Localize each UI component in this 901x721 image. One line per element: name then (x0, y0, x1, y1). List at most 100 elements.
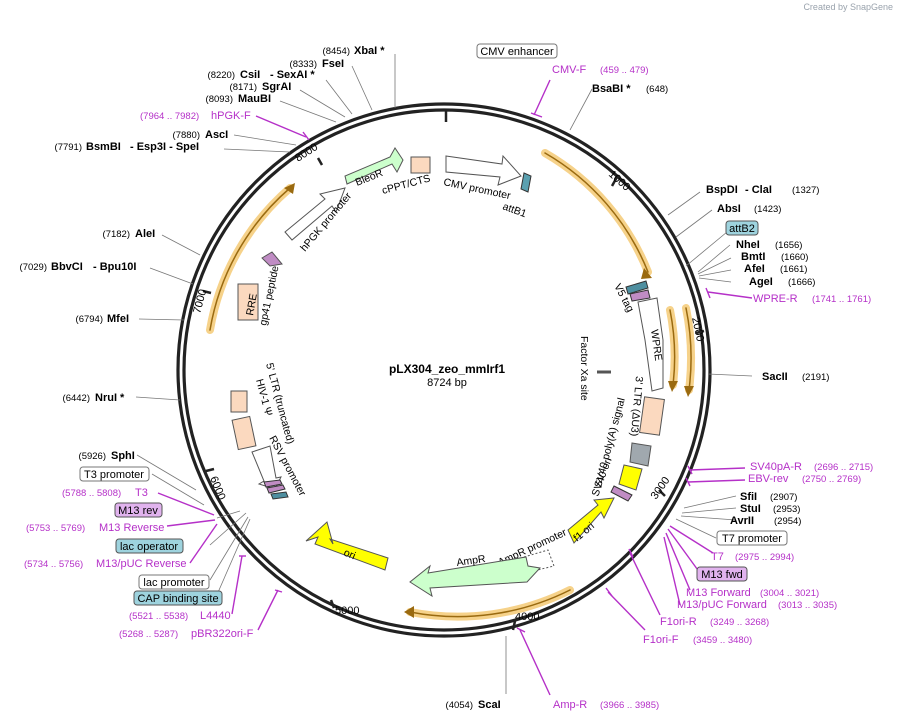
svg-text:cPPT/CTS: cPPT/CTS (381, 172, 432, 196)
svg-text:attB2: attB2 (729, 223, 755, 235)
svg-text:(2975 .. 2994): (2975 .. 2994) (735, 552, 794, 563)
svg-text:ori: ori (342, 547, 357, 563)
primer-ebv-rev[interactable]: EBV-rev (2750 .. 2769) (748, 473, 861, 485)
label-t3-promoter[interactable]: T3 promoter (79, 466, 150, 482)
svg-text:CMV-F: CMV-F (552, 64, 587, 76)
enzyme-site-fsei[interactable]: (8333) FseI (290, 58, 344, 70)
svg-text:(5753 .. 5769): (5753 .. 5769) (26, 523, 85, 534)
enzyme-site-bsmbi[interactable]: (7791) BsmBI - Esp3I - SpeI (55, 141, 200, 153)
primer-m13-puc-forward[interactable]: M13/pUC Forward (3013 .. 3035) (677, 599, 837, 611)
svg-text:CMV enhancer: CMV enhancer (480, 46, 554, 58)
svg-text:(3004 .. 3021): (3004 .. 3021) (760, 588, 819, 599)
enzyme-site-avrii[interactable]: AvrII (2954) (730, 515, 801, 527)
label-lac-promoter[interactable]: lac promoter (138, 574, 210, 590)
primer-amp-r[interactable]: Amp-R (3966 .. 3985) (553, 699, 659, 711)
svg-text:(459 .. 479): (459 .. 479) (600, 65, 649, 76)
primer-t7[interactable]: T7 (2975 .. 2994) (711, 551, 794, 563)
enzyme-position: (1656) (775, 240, 802, 251)
svg-text:(5734 .. 5756): (5734 .. 5756) (24, 559, 83, 570)
enzyme-site-bbvci[interactable]: (7029) BbvCI - Bpu10I (20, 261, 137, 273)
enzyme-name: BspDI (706, 184, 738, 196)
enzyme-position: (8171) (230, 82, 257, 93)
enzyme-position: (4054) (446, 700, 473, 711)
feature-f1-ori: f1 ori (567, 497, 615, 544)
enzyme-extra: - SexAI * (270, 69, 315, 81)
enzyme-extra: - Bpu10I (93, 261, 136, 273)
svg-text:L4440: L4440 (200, 610, 231, 622)
primer-cmv-f[interactable]: CMV-F (459 .. 479) (552, 64, 649, 76)
svg-text:F1ori-R: F1ori-R (660, 616, 697, 628)
label-cmv-enhancer[interactable]: CMV enhancer (476, 43, 558, 59)
primer-wpre-r[interactable]: WPRE-R (1741 .. 1761) (753, 293, 871, 305)
snapgene-credit: Created by SnapGene (803, 2, 893, 12)
enzyme-position: (1423) (754, 204, 781, 215)
primer-f1ori-r[interactable]: F1ori-R (3249 .. 3268) (660, 616, 769, 628)
enzyme-site-afei[interactable]: AfeI (1661) (744, 263, 807, 275)
enzyme-site-agei[interactable]: AgeI (1666) (749, 276, 815, 288)
label-t7-promoter[interactable]: T7 promoter (716, 530, 788, 546)
orf-arcs (206, 149, 696, 621)
svg-text:AmpR: AmpR (456, 553, 487, 569)
enzyme-name: MauBI (238, 93, 271, 105)
enzyme-position: (8454) (323, 46, 350, 57)
enzyme-position: (7880) (173, 130, 200, 141)
enzyme-site-sgrai[interactable]: (8171) SgrAI (230, 81, 292, 93)
enzyme-site-sphi[interactable]: (5926) SphI (79, 450, 135, 462)
enzyme-site-csii[interactable]: (8220) CsiI - SexAI * (208, 69, 316, 81)
primer-marks (157, 79, 753, 696)
label-cap-binding-site[interactable]: CAP binding site (133, 590, 223, 606)
enzyme-site-alei[interactable]: (7182) AleI (103, 228, 156, 240)
orf-arrowheads (284, 183, 694, 618)
svg-text:M13 Reverse: M13 Reverse (99, 522, 164, 534)
enzyme-site-bsabi[interactable]: BsaBI * (648) (592, 83, 668, 95)
enzyme-position: (2907) (770, 492, 797, 503)
tick-label-5000: 5000 (335, 605, 359, 617)
svg-text:RRE: RRE (244, 293, 260, 317)
enzyme-site-stui[interactable]: StuI (2953) (740, 503, 800, 515)
enzyme-site-absi[interactable]: AbsI (1423) (717, 203, 781, 215)
svg-text:SV40pA-R: SV40pA-R (750, 461, 802, 473)
enzyme-site-sacii[interactable]: SacII (2191) (762, 371, 829, 383)
enzyme-site-nrui[interactable]: (6442) NruI * (63, 392, 126, 404)
enzyme-site-nhei[interactable]: NheI (1656) (736, 239, 802, 251)
enzyme-position: (8333) (290, 59, 317, 70)
enzyme-position: (2191) (802, 372, 829, 383)
primer-m13-forward[interactable]: M13 Forward (3004 .. 3021) (686, 587, 819, 599)
svg-text:WPRE: WPRE (648, 329, 664, 362)
primer-sv40pa-r[interactable]: SV40pA-R (2696 .. 2715) (750, 461, 873, 473)
enzyme-site-maubi[interactable]: (8093) MauBI (206, 93, 271, 105)
enzyme-site-bmti[interactable]: BmtI (1660) (741, 251, 808, 263)
feature-ori: ori (305, 521, 389, 571)
enzyme-name: StuI (740, 503, 761, 515)
svg-text:T3 promoter: T3 promoter (84, 469, 144, 481)
primer-f1ori-f[interactable]: F1ori-F (3459 .. 3480) (643, 634, 752, 646)
primer-t3[interactable]: (5788 .. 5808) T3 (62, 487, 148, 499)
svg-text:M13/pUC Reverse: M13/pUC Reverse (96, 558, 186, 570)
primer-l4440[interactable]: (5521 .. 5538) L4440 (129, 610, 231, 622)
primer-m13-puc-reverse[interactable]: (5734 .. 5756) M13/pUC Reverse (24, 558, 186, 570)
feature-gp41: gp41 peptide (257, 251, 283, 327)
label-attB2[interactable]: attB2 (725, 220, 759, 236)
feature-lac-cluster (263, 479, 289, 500)
enzyme-position: (5926) (79, 451, 106, 462)
label-m13-fwd[interactable]: M13 fwd (696, 566, 748, 582)
primer-hpgk-f[interactable]: (7964 .. 7982) hPGK-F (140, 110, 251, 122)
enzyme-site-mfei[interactable]: (6794) MfeI (76, 313, 129, 325)
enzyme-name: XbaI * (354, 45, 385, 57)
enzyme-name: SfiI (740, 491, 757, 503)
feature-ltr3: 3' LTR (ΔU3) (628, 376, 665, 437)
enzyme-site-bspdi[interactable]: BspDI - ClaI (1327) (706, 184, 819, 196)
enzyme-site-scai[interactable]: (4054) ScaI (446, 699, 501, 711)
primer-pbr322ori-f[interactable]: (5268 .. 5287) pBR322ori-F (119, 628, 254, 640)
enzyme-site-sfii[interactable]: SfiI (2907) (740, 491, 797, 503)
enzyme-name: NruI * (95, 392, 125, 404)
enzyme-site-xbai[interactable]: (8454) XbaI * (323, 45, 386, 57)
enzyme-name: FseI (322, 58, 344, 70)
label-lac-operator[interactable]: lac operator (115, 538, 184, 554)
primer-m13-reverse[interactable]: (5753 .. 5769) M13 Reverse (26, 522, 164, 534)
enzyme-site-asci[interactable]: (7880) AscI (173, 129, 229, 141)
label-m13-rev[interactable]: M13 rev (114, 502, 163, 518)
svg-text:T7 promoter: T7 promoter (722, 533, 782, 545)
enzyme-position: (8093) (206, 94, 233, 105)
